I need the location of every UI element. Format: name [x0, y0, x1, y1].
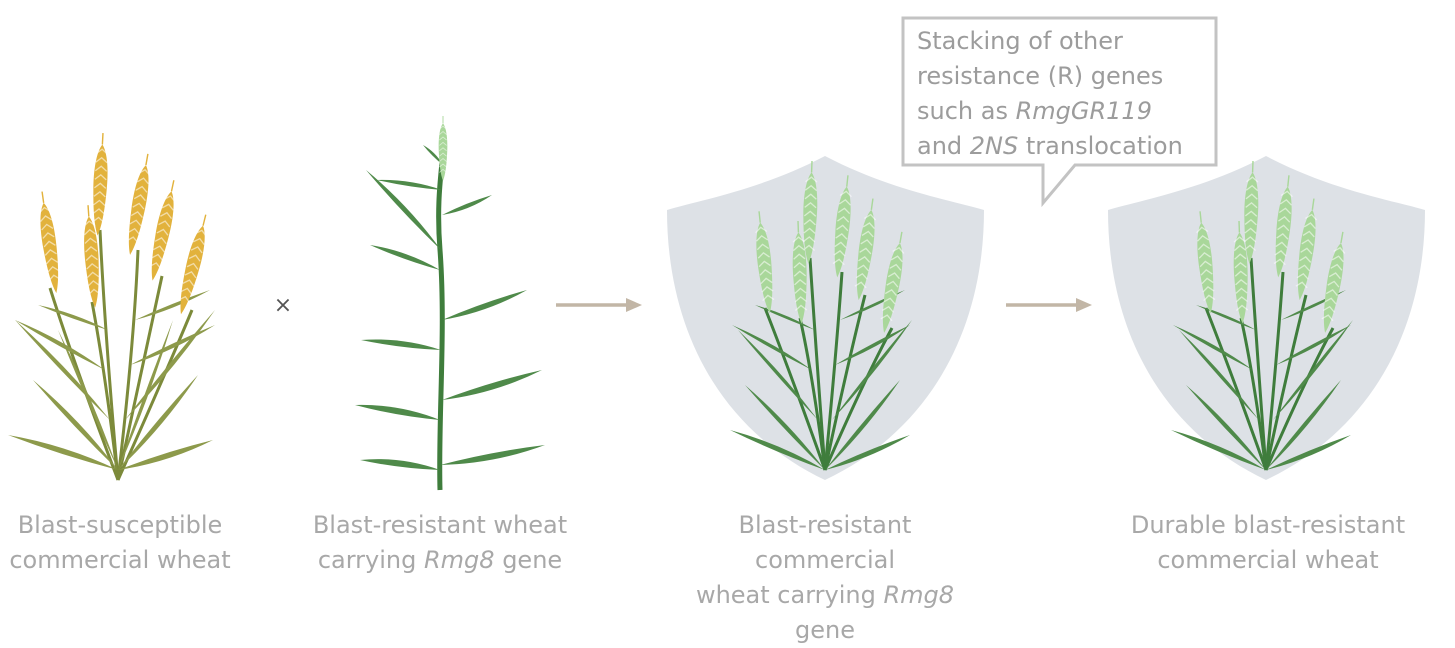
- caption-line: Blast-resistant commercial: [665, 508, 985, 578]
- caption-line: wheat carrying Rmg8 gene: [665, 578, 985, 648]
- wheat-leaf: [355, 405, 440, 420]
- wheat-leaf: [442, 370, 542, 400]
- caption-durable: Durable blast-resistant commercial wheat: [1108, 508, 1428, 578]
- caption-text-part: gene: [495, 546, 563, 574]
- diagram-canvas: ⨯: [0, 0, 1455, 581]
- wheat-spike: [91, 133, 110, 236]
- gene-name: RmgGR119: [1016, 97, 1152, 125]
- callout-line: and 2NS translocation: [917, 129, 1207, 164]
- caption-commercial-rmg8: Blast-resistant commercial wheat carryin…: [665, 508, 985, 648]
- wheat-leaf: [15, 320, 110, 420]
- caption-susceptible: Blast-susceptible commercial wheat: [0, 508, 280, 578]
- caption-line: Blast-susceptible: [0, 508, 280, 543]
- wheat-leaf: [125, 310, 215, 420]
- caption-line: commercial wheat: [1108, 543, 1428, 578]
- wheat-leaf: [38, 305, 108, 330]
- wheat-stem: [118, 276, 162, 480]
- wheat-leaf: [135, 290, 210, 320]
- wheat-spike: [146, 179, 181, 282]
- gene-name: 2NS: [970, 132, 1018, 160]
- wheat-leaf: [370, 245, 440, 270]
- callout-line: resistance (R) genes: [917, 59, 1207, 94]
- caption-line: Blast-resistant wheat: [280, 508, 600, 543]
- shield-icon: [1108, 156, 1425, 480]
- susceptible-wheat-illustration: [8, 133, 215, 480]
- gene-name: Rmg8: [424, 546, 495, 574]
- gene-name: Rmg8: [883, 581, 954, 609]
- arrow-right-icon: [1006, 298, 1092, 312]
- callout-text-part: such as: [917, 97, 1016, 125]
- wheat-leaf: [442, 195, 492, 215]
- wheat-spike: [174, 213, 212, 316]
- caption-line: commercial wheat: [0, 543, 280, 578]
- cross-icon: ⨯: [274, 293, 292, 318]
- callout-line: Stacking of other: [917, 24, 1207, 59]
- caption-rmg8-donor: Blast-resistant wheat carrying Rmg8 gene: [280, 508, 600, 578]
- wheat-spike: [123, 153, 154, 256]
- shield-icon: [667, 156, 984, 480]
- arrow-right-icon: [556, 298, 642, 312]
- wheat-leaf: [442, 290, 527, 320]
- rmg8-wheat-illustration: [355, 116, 545, 490]
- callout-text-part: translocation: [1018, 132, 1183, 160]
- caption-text-part: gene: [795, 616, 855, 644]
- wheat-leaf: [440, 445, 545, 465]
- caption-line: Durable blast-resistant: [1108, 508, 1428, 543]
- callout-text-part: and: [917, 132, 970, 160]
- wheat-leaf: [15, 320, 105, 370]
- wheat-leaf: [360, 459, 440, 470]
- wheat-stem: [439, 150, 443, 490]
- callout-text: Stacking of other resistance (R) genes s…: [917, 24, 1207, 164]
- caption-text-part: carrying: [318, 546, 424, 574]
- caption-text-part: wheat carrying: [696, 581, 884, 609]
- caption-line: carrying Rmg8 gene: [280, 543, 600, 578]
- callout-line: such as RmgGR119: [917, 94, 1207, 129]
- wheat-leaf: [361, 339, 441, 350]
- wheat-spike: [35, 191, 63, 295]
